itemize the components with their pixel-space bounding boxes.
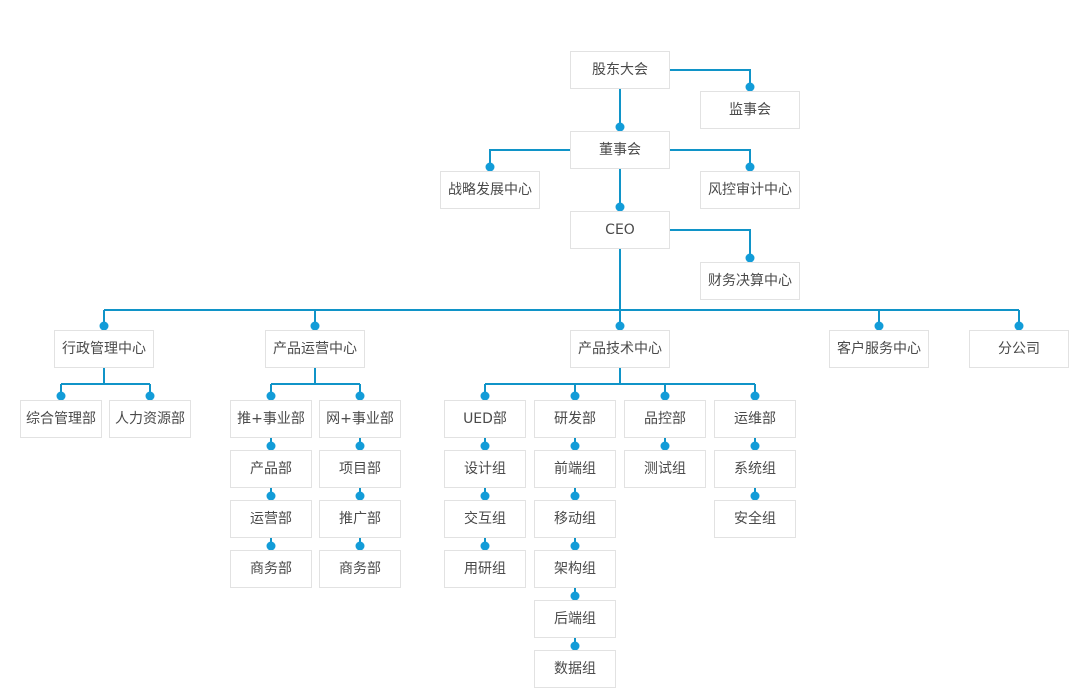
org-node-frontend-group[interactable]: 前端组: [534, 450, 616, 488]
org-node-risk-control-audit-center[interactable]: 风控审计中心: [700, 171, 800, 209]
org-node-human-resources-dept[interactable]: 人力资源部: [109, 400, 191, 438]
org-node-ued-dept[interactable]: UED部: [444, 400, 526, 438]
org-node-business-dept-right[interactable]: 商务部: [319, 550, 401, 588]
org-node-board-of-directors[interactable]: 董事会: [570, 131, 670, 169]
org-node-operations-dept[interactable]: 运营部: [230, 500, 312, 538]
org-node-promotion-dept[interactable]: 推广部: [319, 500, 401, 538]
org-node-design-group[interactable]: 设计组: [444, 450, 526, 488]
org-node-tui-plus-business-dept[interactable]: 推+事业部: [230, 400, 312, 438]
org-node-testing-group[interactable]: 测试组: [624, 450, 706, 488]
org-node-strategic-development-center[interactable]: 战略发展中心: [440, 171, 540, 209]
org-node-backend-group[interactable]: 后端组: [534, 600, 616, 638]
org-node-product-technology-center[interactable]: 产品技术中心: [570, 330, 670, 368]
org-node-data-group[interactable]: 数据组: [534, 650, 616, 688]
org-node-interaction-group[interactable]: 交互组: [444, 500, 526, 538]
org-node-business-dept-left[interactable]: 商务部: [230, 550, 312, 588]
connector-dots: [56, 82, 1024, 651]
org-node-administrative-management-center[interactable]: 行政管理中心: [54, 330, 154, 368]
org-node-wang-plus-business-dept[interactable]: 网+事业部: [319, 400, 401, 438]
org-node-operations-maintenance-dept[interactable]: 运维部: [714, 400, 796, 438]
org-node-branch-company[interactable]: 分公司: [969, 330, 1069, 368]
org-node-financial-settlement-center[interactable]: 财务决算中心: [700, 262, 800, 300]
org-node-customer-service-center[interactable]: 客户服务中心: [829, 330, 929, 368]
org-node-supervisory-board[interactable]: 监事会: [700, 91, 800, 129]
org-node-user-research-group[interactable]: 用研组: [444, 550, 526, 588]
org-node-quality-control-dept[interactable]: 品控部: [624, 400, 706, 438]
org-node-product-dept[interactable]: 产品部: [230, 450, 312, 488]
org-node-general-management-dept[interactable]: 综合管理部: [20, 400, 102, 438]
org-node-security-group[interactable]: 安全组: [714, 500, 796, 538]
org-node-rnd-dept[interactable]: 研发部: [534, 400, 616, 438]
org-node-system-group[interactable]: 系统组: [714, 450, 796, 488]
org-node-product-operations-center[interactable]: 产品运营中心: [265, 330, 365, 368]
org-node-mobile-group[interactable]: 移动组: [534, 500, 616, 538]
org-node-shareholders-meeting[interactable]: 股东大会: [570, 51, 670, 89]
org-node-ceo[interactable]: CEO: [570, 211, 670, 249]
org-node-architecture-group[interactable]: 架构组: [534, 550, 616, 588]
org-node-project-dept[interactable]: 项目部: [319, 450, 401, 488]
